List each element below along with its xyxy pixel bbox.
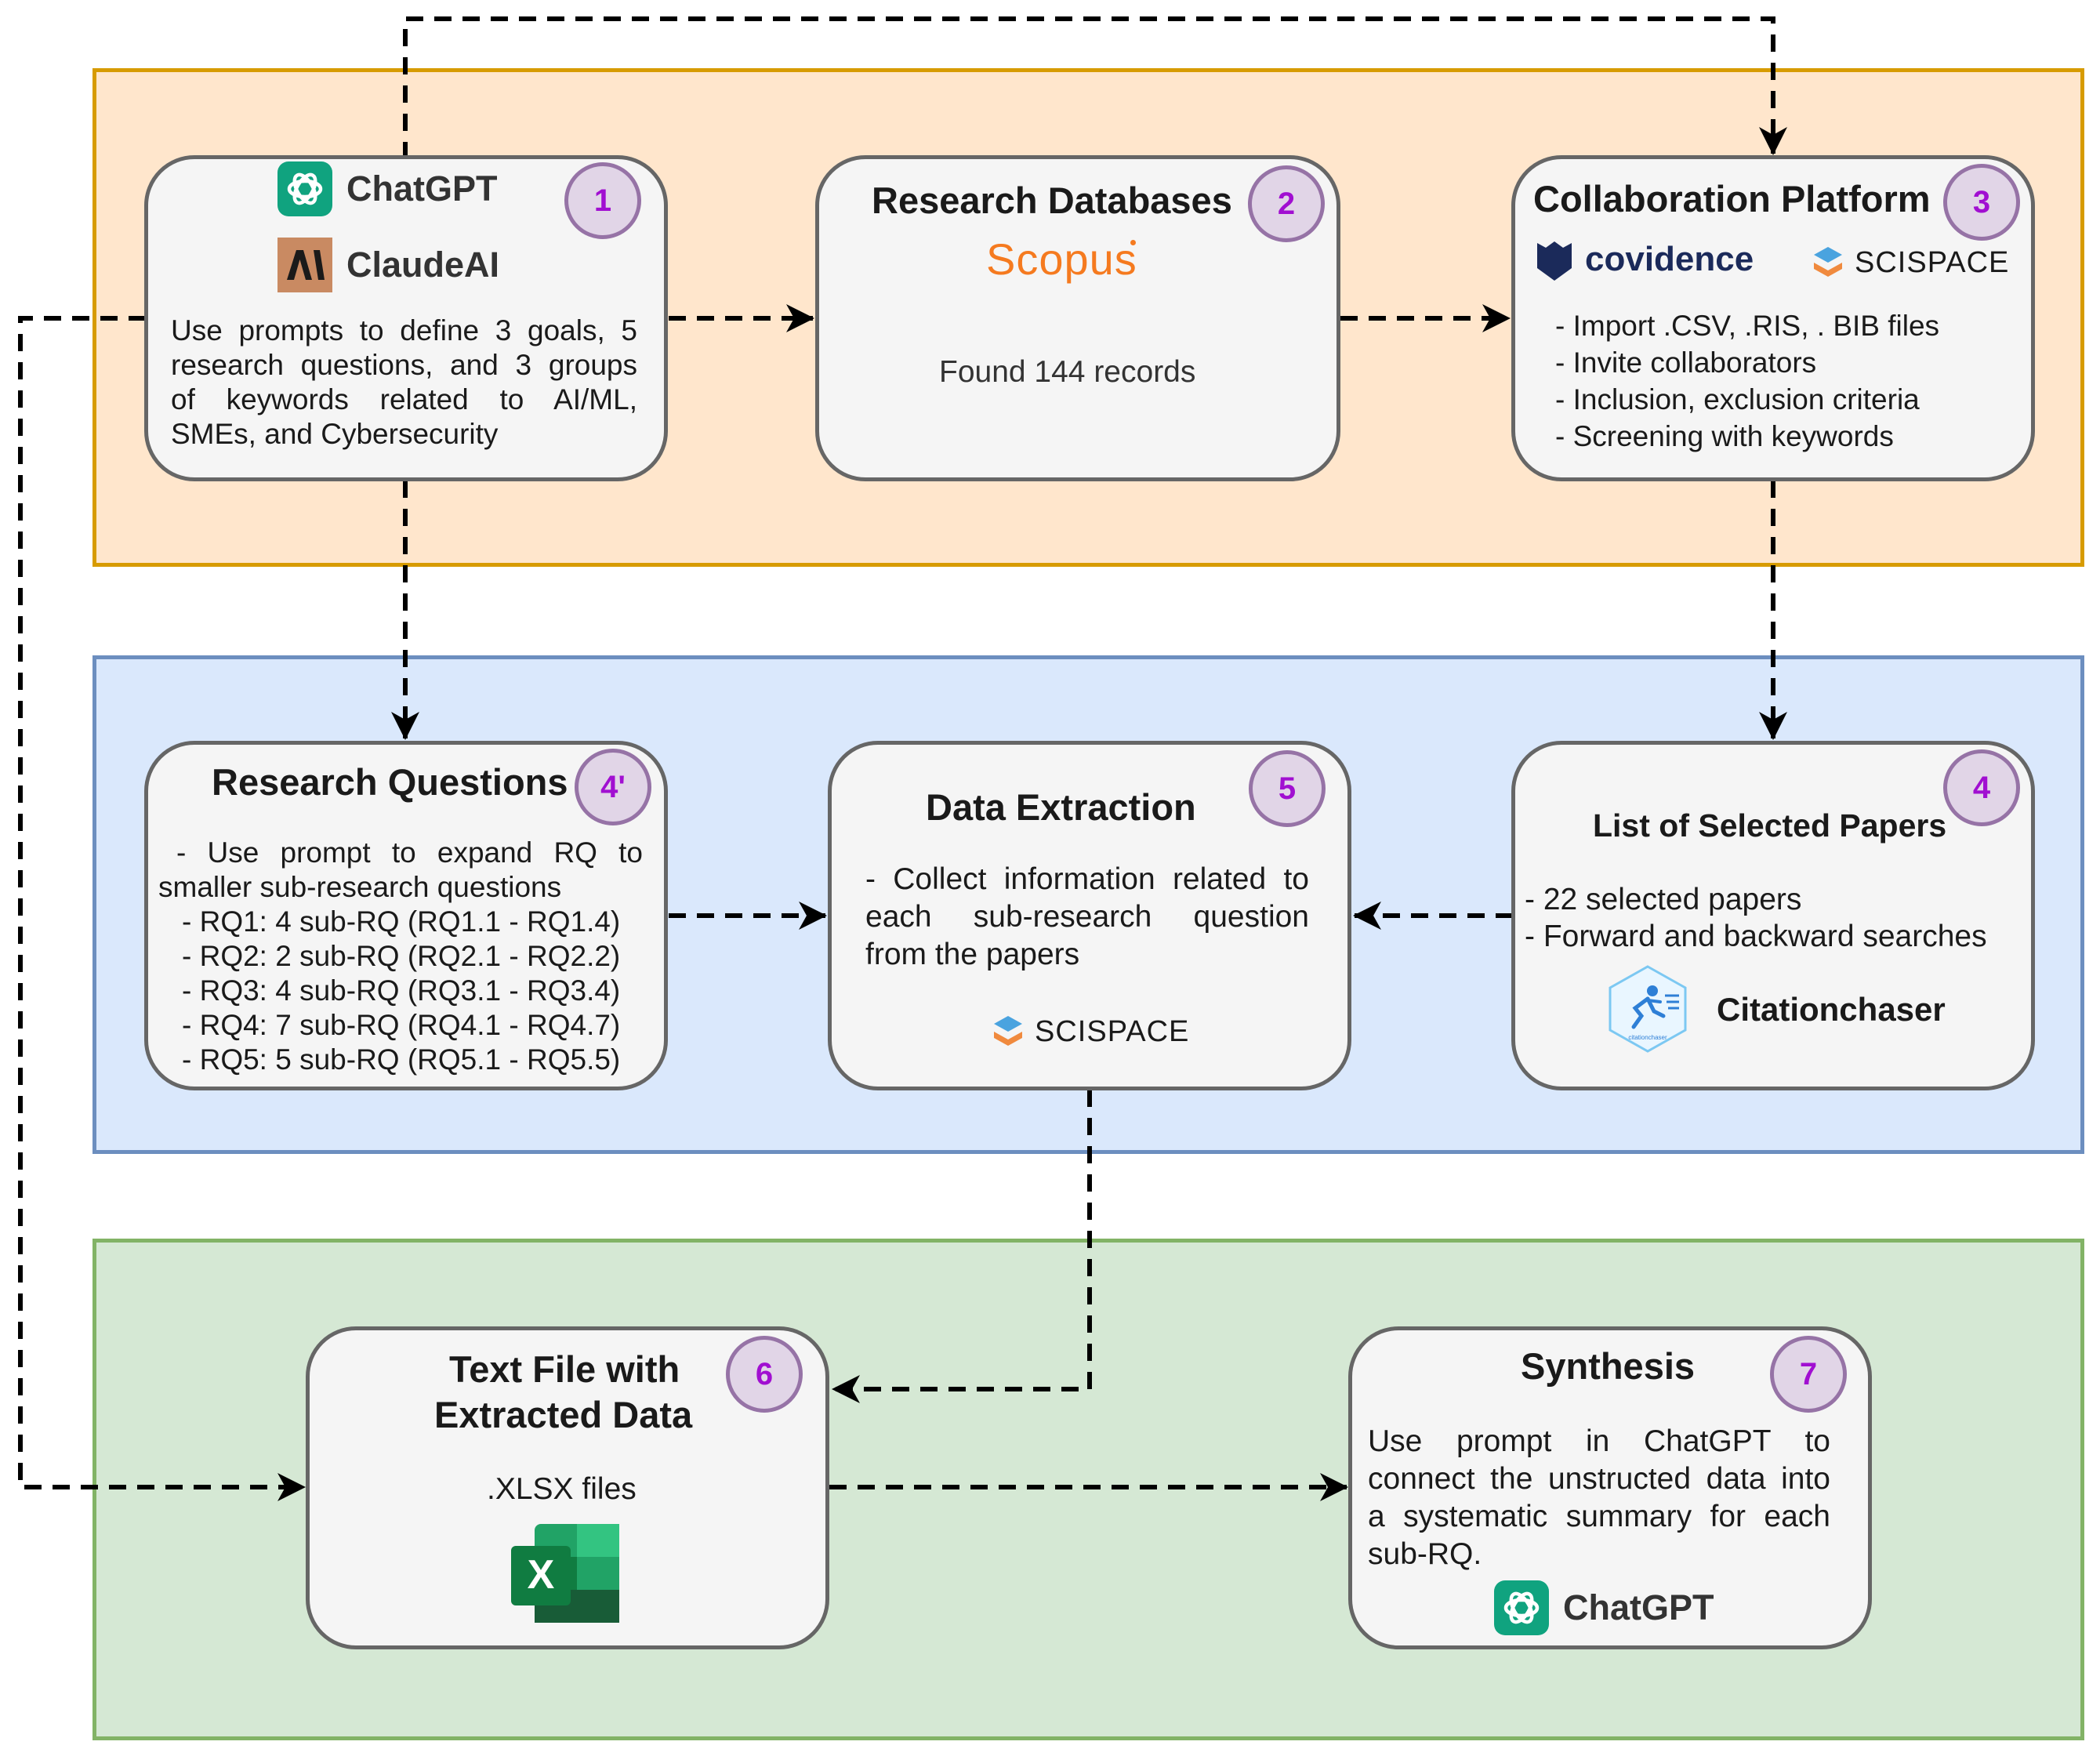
node-1-text-line-4: SMEs, and Cybersecurity [171, 418, 499, 450]
covidence-logo: covidence [1535, 237, 1754, 282]
node-3-text-line-2: - Invite collaborators [1555, 346, 1817, 379]
scispace-logo-node-3: SCISPACE [1811, 245, 2009, 280]
node-4-selected-papers [1511, 741, 2035, 1090]
badge-2: 2 [1248, 165, 1325, 242]
node-1-text-line-2: research questions, and 3 groups [171, 349, 637, 381]
badge-7: 7 [1770, 1336, 1847, 1413]
node-4prime-text-line-1: - Use prompt to expand RQ to [176, 836, 643, 869]
chatgpt-label: ChatGPT [346, 169, 498, 209]
badge-3: 3 [1943, 164, 2020, 241]
node-1-text-line-3: of keywords related to AI/ML, [171, 383, 637, 415]
node-3-text-line-4: - Screening with keywords [1555, 420, 1894, 452]
badge-1: 1 [564, 162, 641, 239]
node-4prime-text-line-6: - RQ4: 7 sub-RQ (RQ4.1 - RQ4.7) [182, 1009, 621, 1041]
node-3-title: Collaboration Platform [1533, 178, 1931, 220]
node-4-text-line-1: - 22 selected papers [1525, 883, 1802, 916]
chatgpt-label: ChatGPT [1563, 1587, 1714, 1627]
node-2-title: Research Databases [872, 180, 1232, 221]
covidence-icon [1537, 241, 1572, 281]
chatgpt-logo: ChatGPT [277, 161, 498, 216]
node-7-text-line-2: connect the unstructed data into [1368, 1462, 1830, 1496]
excel-icon: X [511, 1524, 619, 1623]
connector-1-to-3-top [403, 16, 1787, 159]
node-7-title: Synthesis [1521, 1345, 1696, 1387]
scopus-logo-dot [1130, 240, 1136, 245]
covidence-label: covidence [1585, 240, 1754, 278]
node-3-text-line-3: - Inclusion, exclusion criteria [1555, 383, 1920, 415]
scispace-logo-node-5: SCISPACE [991, 1014, 1189, 1049]
connector-5-to-6 [832, 1090, 1092, 1403]
claude-logo: ClaudeAI [277, 238, 499, 292]
node-4prime-text-line-5: - RQ3: 4 sub-RQ (RQ3.1 - RQ3.4) [182, 974, 621, 1007]
badge-6: 6 [726, 1336, 803, 1413]
node-2-records: Found 144 records [939, 355, 1196, 389]
citationchaser-icon: citationchaser [1609, 965, 1687, 1053]
node-7-text-line-1: Use prompt in ChatGPT to [1368, 1424, 1830, 1458]
node-4-title: List of Selected Papers [1593, 807, 1947, 844]
scispace-label: SCISPACE [1855, 245, 2010, 279]
citationchaser-small-label: citationchaser [1628, 1034, 1667, 1041]
node-6-file-type: .XLSX files [487, 1472, 637, 1506]
node-4-text-line-2: - Forward and backward searches [1525, 920, 1987, 953]
node-5-text-line-2: each sub-research question [865, 900, 1309, 934]
chatgpt-logo-node-7: ChatGPT [1494, 1580, 1714, 1635]
node-5-title: Data Extraction [926, 786, 1196, 828]
node-1-text-line-1: Use prompts to define 3 goals, 5 [171, 314, 637, 346]
connector-1-to-6-left [18, 316, 306, 1501]
scispace-icon [1814, 247, 1842, 277]
node-4prime-title: Research Questions [212, 761, 568, 803]
node-5-text-line-3: from the papers [865, 938, 1080, 971]
node-4prime-text-line-7: - RQ5: 5 sub-RQ (RQ5.1 - RQ5.5) [182, 1043, 621, 1076]
claude-label: ClaudeAI [346, 245, 500, 285]
node-4prime-text-line-3: - RQ1: 4 sub-RQ (RQ1.1 - RQ1.4) [182, 905, 621, 938]
node-7-text-line-4: sub-RQ. [1368, 1537, 1482, 1571]
node-6-title-line-2: Extracted Data [434, 1394, 693, 1435]
node-7-text-line-3: a systematic summary for each [1368, 1500, 1830, 1533]
node-3-text-line-1: - Import .CSV, .RIS, . BIB files [1555, 310, 1940, 342]
chatgpt-icon [1494, 1580, 1549, 1635]
node-5-text-line-1: - Collect information related to [865, 862, 1309, 896]
badge-4: 4 [1943, 749, 2020, 826]
node-6-title-line-1: Text File with [449, 1348, 680, 1390]
node-4prime-text-line-2: smaller sub-research questions [158, 871, 562, 903]
scispace-icon [994, 1016, 1022, 1046]
chatgpt-icon [277, 161, 332, 216]
node-4prime-text-line-4: - RQ2: 2 sub-RQ (RQ2.1 - RQ2.2) [182, 940, 621, 972]
citationchaser-label: Citationchaser [1717, 991, 1946, 1028]
scopus-logo: Scopus [986, 234, 1137, 284]
badge-5: 5 [1249, 750, 1326, 827]
claude-icon [277, 238, 332, 292]
scispace-label: SCISPACE [1035, 1014, 1190, 1048]
badge-4prime: 4' [575, 749, 651, 825]
excel-icon-letter: X [528, 1552, 555, 1598]
